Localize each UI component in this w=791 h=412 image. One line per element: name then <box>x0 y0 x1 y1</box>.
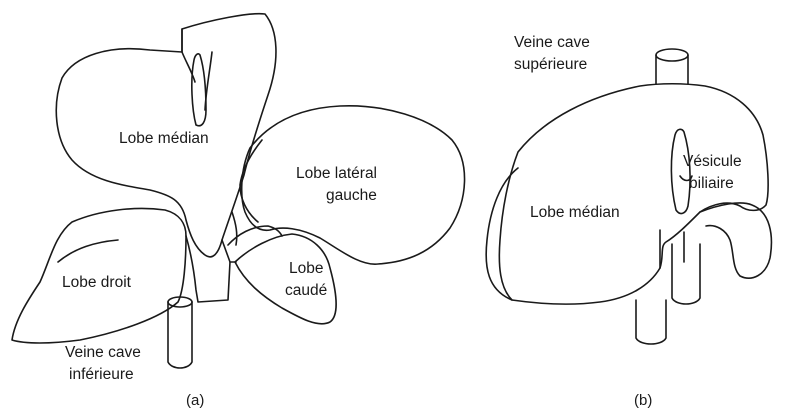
veine-cave-superieure-top <box>656 49 688 61</box>
lobe-lateral-gauche-fissure <box>240 140 262 222</box>
figure-a: Lobe médian Lobe latéral gauche Lobe dro… <box>12 14 465 409</box>
label-lobe-median-b: Lobe médian <box>530 204 620 221</box>
figure-b: Veine cave supérieure Vésicule biliaire … <box>486 34 771 409</box>
label-lobe-caude-2: caudé <box>285 282 327 299</box>
label-vesicule-biliaire-2: biliaire <box>689 175 734 192</box>
lobe-caude-process <box>228 212 282 245</box>
vesicule-biliaire-shape <box>671 129 690 213</box>
gallbladder-a <box>192 54 206 126</box>
label-lobe-droit-a: Lobe droit <box>62 274 132 291</box>
label-veine-cave-inferieure-1: Veine cave <box>65 344 141 361</box>
label-vesicule-biliaire-1: Vésicule <box>683 153 742 170</box>
label-veine-cave-inferieure-2: inférieure <box>69 366 134 383</box>
label-lobe-lateral-gauche-1: Lobe latéral <box>296 165 377 182</box>
lobe-lateral-gauche-outline-a <box>242 106 465 264</box>
label-lobe-median-a: Lobe médian <box>119 130 209 147</box>
lower-lobe-contour-b <box>700 203 771 278</box>
caption-b: (b) <box>634 392 652 409</box>
label-lobe-caude-1: Lobe <box>289 260 323 277</box>
label-veine-cave-superieure-2: supérieure <box>514 56 587 73</box>
label-veine-cave-superieure-1: Veine cave <box>514 34 590 51</box>
veine-cave-inferieure-cylinder <box>168 302 192 368</box>
lobe-caude-outline-a <box>235 234 336 324</box>
lobe-droit-fold <box>58 240 118 262</box>
gallbladder-slot-a <box>182 29 212 110</box>
veine-cave-inferieure-cylinder-b <box>636 300 666 344</box>
hepatic-vessel-cylinder-b <box>672 244 700 304</box>
hilum-vessels-a <box>186 236 230 302</box>
liver-body-outline-b <box>499 84 768 304</box>
label-lobe-lateral-gauche-2: gauche <box>326 187 377 204</box>
caption-a: (a) <box>186 392 204 409</box>
